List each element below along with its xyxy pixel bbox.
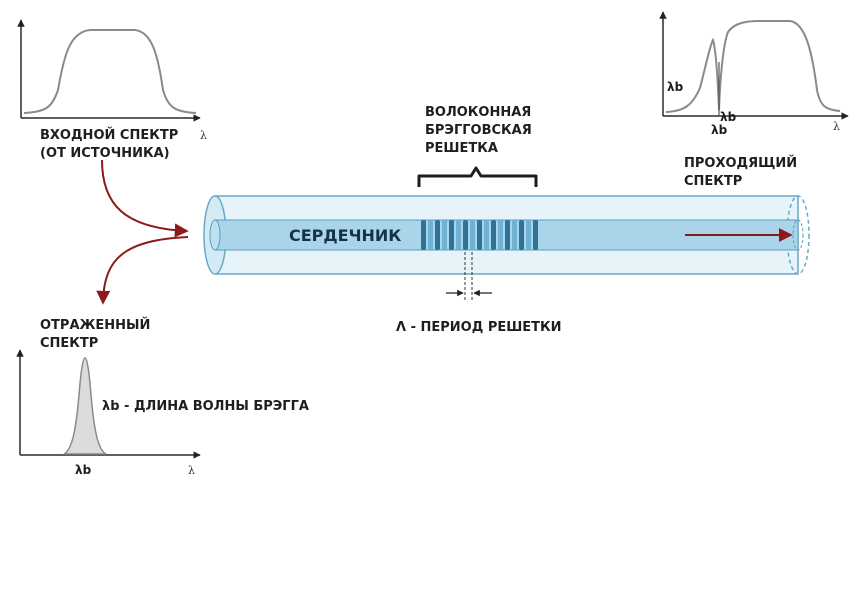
fiber-core-left-end	[209, 219, 221, 251]
input-spectrum-curve	[23, 29, 197, 114]
grating-stripe	[505, 220, 510, 250]
grating-stripe	[533, 220, 538, 250]
transmitted-spectrum-label-line1: ПРОХОДЯЩИЙ	[684, 155, 797, 171]
grating-stripe	[470, 220, 475, 250]
transmitted-y-marker: λb	[667, 80, 684, 94]
transmitted-notch-label-top: λb	[720, 110, 737, 124]
bragg-grating	[421, 220, 538, 250]
reflected-x-marker: λb	[75, 463, 92, 477]
grating-stripe	[463, 220, 468, 250]
grating-stripe	[449, 220, 454, 250]
reflected-arrow-icon	[96, 236, 189, 305]
grating-label-line2: БРЭГГОВСКАЯ	[425, 123, 532, 138]
grating-stripe	[477, 220, 482, 250]
grating-stripe	[498, 220, 503, 250]
transmitted-notch-label-bottom: λb	[711, 123, 728, 137]
grating-stripe	[484, 220, 489, 250]
grating-label-line1: ВОЛОКОННАЯ	[425, 105, 531, 120]
grating-stripe	[428, 220, 433, 250]
grating-stripe	[519, 220, 524, 250]
grating-stripe	[491, 220, 496, 250]
core-label: СЕРДЕЧНИК	[289, 226, 401, 245]
grating-stripe	[435, 220, 440, 250]
reflected-spectrum-label-line1: ОТРАЖЕННЫЙ	[40, 317, 150, 333]
transmitted-spectrum-label-line2: СПЕКТР	[684, 174, 742, 189]
grating-stripe	[442, 220, 447, 250]
reflected-spectrum-lambda-label: λ	[188, 464, 195, 477]
input-spectrum-lambda-label: λ	[200, 129, 207, 142]
input-spectrum-graph: ВХОДНОЙ СПЕКТР (ОТ ИСТОЧНИКА) λ	[17, 19, 207, 161]
reflected-spectrum-label-line2: СПЕКТР	[40, 336, 98, 351]
reflected-peak-label: λb - ДЛИНА ВОЛНЫ БРЭГГА	[102, 399, 309, 414]
grating-stripe	[421, 220, 426, 250]
optical-fiber: СЕРДЕЧНИК	[203, 195, 810, 275]
input-arrow-icon	[101, 159, 189, 238]
grating-stripe	[456, 220, 461, 250]
transmitted-spectrum-curve	[665, 20, 841, 113]
transmitted-spectrum-graph: λb λb λb λ ПРОХОДЯЩИЙ СПЕКТР	[659, 11, 849, 189]
fiber-core-right-end	[792, 219, 804, 251]
grating-brace	[417, 166, 538, 187]
input-spectrum-label-line1: ВХОДНОЙ СПЕКТР	[40, 127, 178, 143]
grating-stripe	[512, 220, 517, 250]
input-spectrum-label-line2: (ОТ ИСТОЧНИКА)	[40, 146, 170, 161]
grating-period-indicator: Λ - ПЕРИОД РЕШЕТКИ	[396, 252, 562, 335]
grating-stripe	[526, 220, 531, 250]
transmitted-spectrum-lambda-label: λ	[833, 120, 840, 133]
reflected-spectrum-graph: ОТРАЖЕННЫЙ СПЕКТР λb - ДЛИНА ВОЛНЫ БРЭГГ…	[16, 317, 309, 477]
reflected-spectrum-peak	[63, 357, 107, 455]
period-label: Λ - ПЕРИОД РЕШЕТКИ	[396, 320, 562, 335]
grating-label-line3: РЕШЕТКА	[425, 141, 498, 156]
